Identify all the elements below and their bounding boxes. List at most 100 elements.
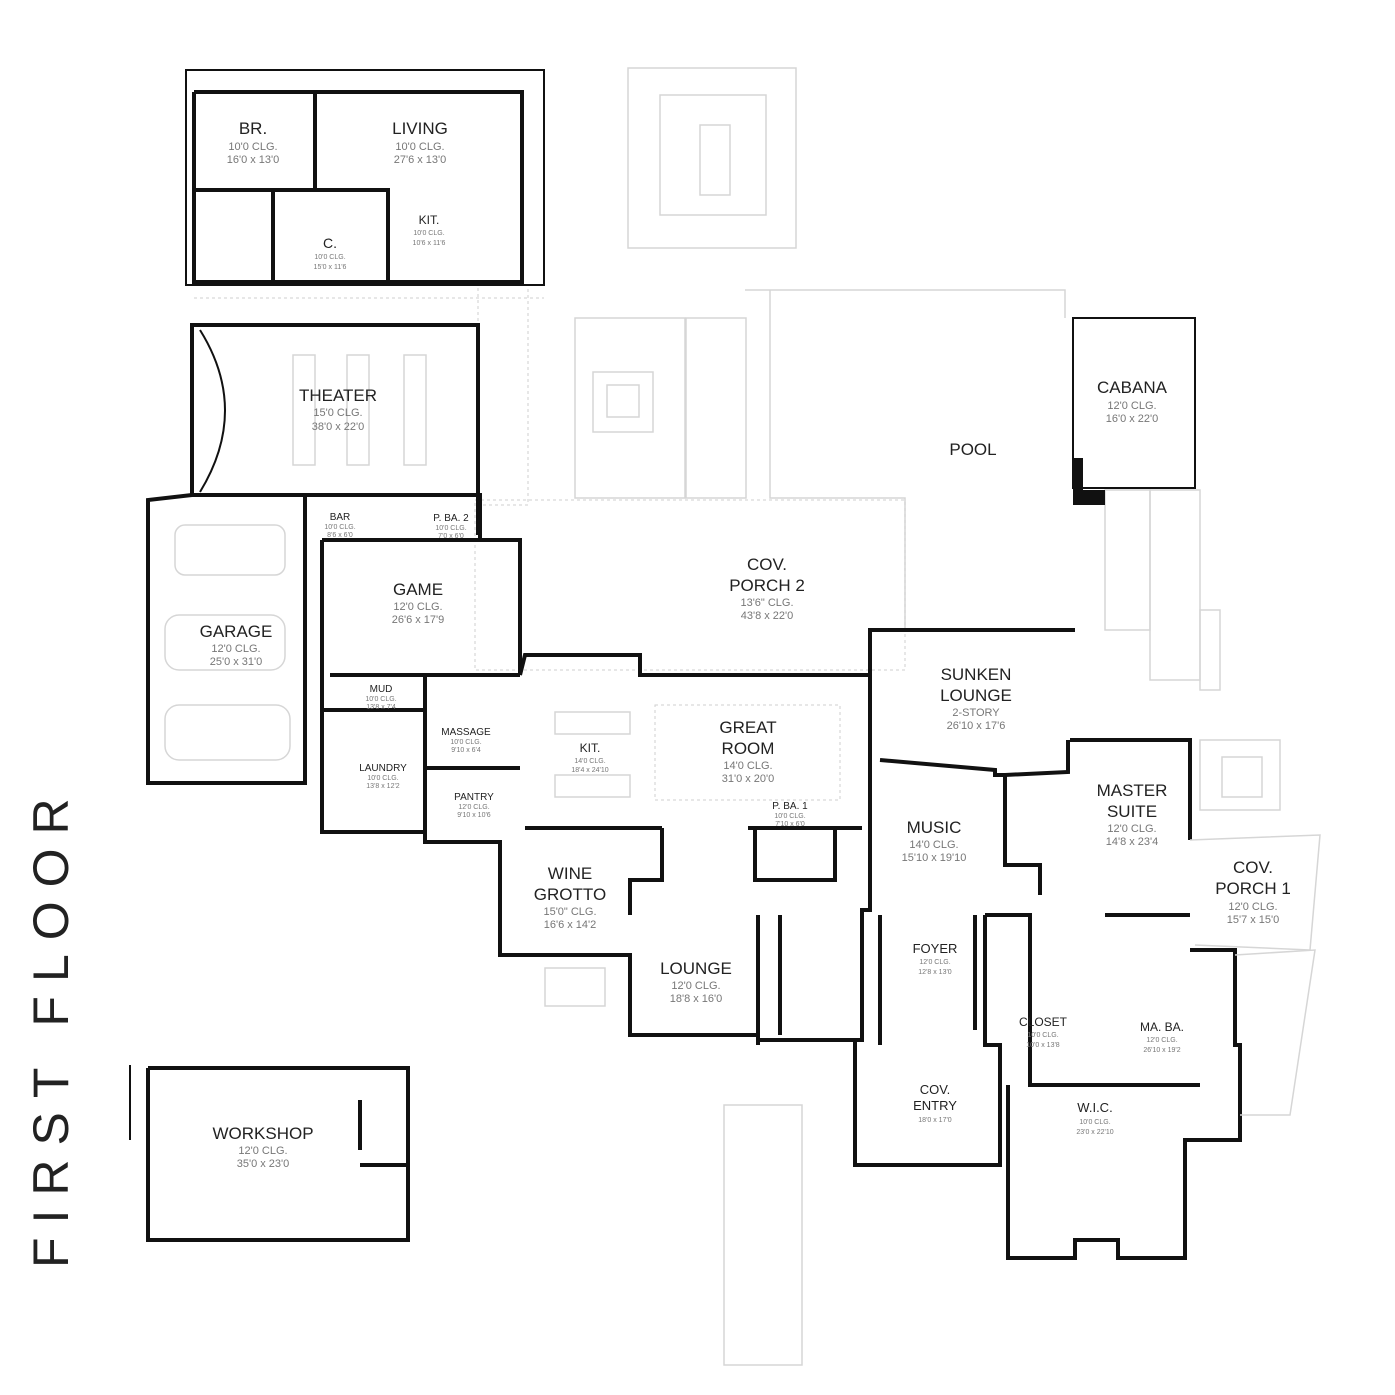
room-ceiling: 15'0" CLG. bbox=[543, 906, 596, 918]
room-bar: BAR 10'0 CLG. 8'6 x 6'0 bbox=[324, 512, 355, 539]
room-name: P. BA. 2 bbox=[433, 513, 469, 524]
room-name: WINE bbox=[548, 864, 592, 883]
room-name: PANTRY bbox=[454, 792, 494, 803]
room-size: 27'6 x 13'0 bbox=[394, 154, 447, 166]
room-ceiling: 12'0 CLG. bbox=[211, 643, 260, 655]
room-cov-porch-2: COV. PORCH 2 13'6" CLG. 43'8 x 22'0 bbox=[729, 555, 805, 622]
room-name: MA. BA. bbox=[1140, 1020, 1184, 1034]
room-ceiling: 12'0 CLG. bbox=[1107, 823, 1156, 835]
room-lounge: LOUNGE 12'0 CLG. 18'8 x 16'0 bbox=[660, 959, 732, 1005]
room-size: 43'8 x 22'0 bbox=[741, 610, 794, 622]
room-ceiling: 10'0 CLG. bbox=[365, 696, 396, 703]
room-ceiling: 12'0 CLG. bbox=[393, 601, 442, 613]
room-closet: CLOSET 10'0 CLG. 10'0 x 13'8 bbox=[1019, 1015, 1068, 1049]
room-ceiling: 2-STORY bbox=[952, 707, 1000, 719]
room-wic: W.I.C. 10'0 CLG. 23'0 x 22'10 bbox=[1076, 1100, 1113, 1136]
room-ceiling: 10'0 CLG. bbox=[435, 525, 466, 532]
main-house-walls bbox=[305, 493, 1321, 1260]
room-ceiling: 14'0 CLG. bbox=[723, 760, 772, 772]
room-game: GAME 12'0 CLG. 26'6 x 17'9 bbox=[392, 580, 445, 626]
room-ceiling: 10'0 CLG. bbox=[367, 775, 398, 782]
room-name: MUSIC bbox=[907, 818, 962, 837]
room-name: SUNKEN bbox=[941, 665, 1012, 684]
room-ceiling: 10'0 CLG. bbox=[413, 230, 444, 237]
room-kit-guest: KIT. 10'0 CLG. 10'6 x 11'6 bbox=[413, 213, 446, 247]
cabana-walls bbox=[1058, 317, 1196, 505]
room-theater: THEATER 15'0 CLG. 38'0 x 22'0 bbox=[299, 386, 377, 433]
room-living: LIVING 10'0 CLG. 27'6 x 13'0 bbox=[392, 119, 448, 166]
room-br: BR. 10'0 CLG. 16'0 x 13'0 bbox=[227, 119, 280, 166]
room-name: FOYER bbox=[913, 941, 958, 956]
room-ceiling: 12'0 CLG. bbox=[671, 980, 720, 992]
room-name: COV. bbox=[920, 1082, 951, 1097]
room-size: 8'6 x 6'0 bbox=[327, 532, 353, 539]
room-size: 15'0 x 11'6 bbox=[314, 264, 347, 271]
room-size: 7'0 x 6'0 bbox=[438, 533, 464, 540]
room-name: P. BA. 1 bbox=[772, 801, 808, 812]
room-kit: KIT. 14'0 CLG. 18'4 x 24'10 bbox=[554, 711, 631, 798]
room-ceiling: 12'0 CLG. bbox=[919, 959, 950, 966]
room-name: LIVING bbox=[392, 119, 448, 138]
room-master-suite: MASTER SUITE 12'0 CLG. 14'8 x 23'4 bbox=[1097, 781, 1168, 848]
room-name: MASSAGE bbox=[441, 727, 491, 738]
room-cabana: CABANA 12'0 CLG. 16'0 x 22'0 bbox=[1097, 378, 1168, 425]
room-name: GROTTO bbox=[534, 885, 606, 904]
room-cov-porch-1: COV. PORCH 1 12'0 CLG. 15'7 x 15'0 bbox=[1215, 858, 1291, 926]
room-name: COV. bbox=[747, 555, 787, 574]
room-size: 18'0 x 17'0 bbox=[918, 1117, 952, 1124]
room-ceiling: 10'0 CLG. bbox=[1079, 1119, 1110, 1126]
room-name: LOUNGE bbox=[660, 959, 732, 978]
room-ceiling: 12'0 CLG. bbox=[238, 1145, 287, 1157]
room-size: 18'4 x 24'10 bbox=[571, 767, 608, 774]
room-ceiling: 10'0 CLG. bbox=[450, 739, 481, 746]
room-massage: MASSAGE 10'0 CLG. 9'10 x 6'4 bbox=[441, 727, 491, 754]
room-size: 38'0 x 22'0 bbox=[312, 421, 365, 433]
workshop-walls bbox=[129, 1065, 410, 1242]
room-ceiling: 12'0 CLG. bbox=[1228, 901, 1277, 913]
room-ceiling: 15'0 CLG. bbox=[313, 407, 362, 419]
garage-walls bbox=[146, 493, 307, 785]
room-mud: MUD 10'0 CLG. 13'8 x 7'4 bbox=[365, 684, 396, 711]
room-c: C. 10'0 CLG. 15'0 x 11'6 bbox=[314, 235, 347, 271]
room-size: 16'0 x 13'0 bbox=[227, 154, 280, 166]
room-name: GARAGE bbox=[200, 622, 273, 641]
room-name: MUD bbox=[370, 684, 393, 695]
room-name: PORCH 1 bbox=[1215, 879, 1291, 898]
room-ceiling: 13'6" CLG. bbox=[740, 597, 793, 609]
room-workshop: WORKSHOP 12'0 CLG. 35'0 x 23'0 bbox=[212, 1124, 313, 1170]
room-name: COV. bbox=[1233, 858, 1273, 877]
room-size: 26'10 x 17'6 bbox=[947, 720, 1006, 732]
room-name: ENTRY bbox=[913, 1098, 957, 1113]
room-name: LAUNDRY bbox=[359, 763, 407, 774]
room-size: 26'6 x 17'9 bbox=[392, 614, 445, 626]
room-size: 18'8 x 16'0 bbox=[670, 993, 723, 1005]
room-ceiling: 10'0 CLG. bbox=[395, 141, 444, 153]
room-name: KIT. bbox=[580, 741, 601, 755]
room-name: SUITE bbox=[1107, 802, 1157, 821]
room-size: 13'8 x 7'4 bbox=[366, 704, 396, 711]
room-ceiling: 14'0 CLG. bbox=[574, 758, 605, 765]
room-name: LOUNGE bbox=[940, 686, 1012, 705]
room-name: PORCH 2 bbox=[729, 576, 805, 595]
room-name: ROOM bbox=[722, 739, 775, 758]
room-name: KIT. bbox=[419, 213, 440, 227]
room-size: 26'10 x 19'2 bbox=[1143, 1047, 1180, 1054]
room-size: 10'0 x 13'8 bbox=[1026, 1042, 1060, 1049]
guest-house-walls bbox=[185, 69, 545, 299]
room-name: W.I.C. bbox=[1077, 1100, 1112, 1115]
room-ceiling: 10'0 CLG. bbox=[1027, 1032, 1058, 1039]
room-size: 12'8 x 13'0 bbox=[918, 969, 952, 976]
room-sunken-lounge: SUNKEN LOUNGE 2-STORY 26'10 x 17'6 bbox=[940, 665, 1012, 732]
theater-walls bbox=[190, 323, 480, 535]
room-ceiling: 12'0 CLG. bbox=[1107, 400, 1156, 412]
room-size: 25'0 x 31'0 bbox=[210, 656, 263, 668]
room-size: 15'10 x 19'10 bbox=[902, 852, 967, 864]
room-cov-entry: COV. ENTRY 18'0 x 17'0 bbox=[913, 1082, 957, 1124]
room-ceiling: 12'0 CLG. bbox=[1146, 1037, 1177, 1044]
room-size: 15'7 x 15'0 bbox=[1227, 914, 1280, 926]
floor-title: FIRST FLOOR bbox=[23, 784, 79, 1268]
room-name: C. bbox=[323, 235, 337, 251]
room-ceiling: 12'0 CLG. bbox=[458, 804, 489, 811]
room-name: MASTER bbox=[1097, 781, 1168, 800]
